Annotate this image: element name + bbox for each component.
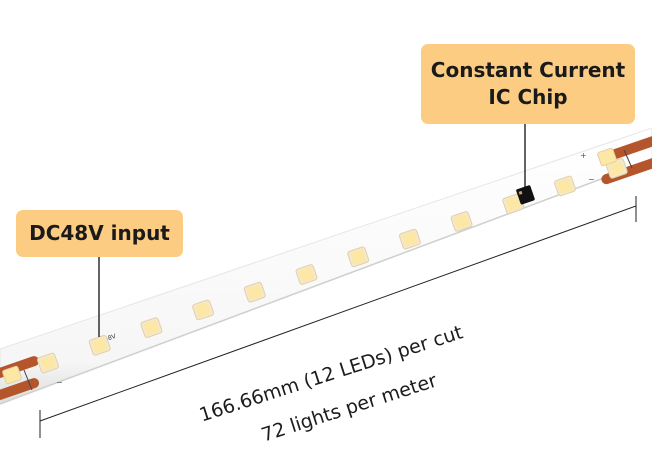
led-chip (295, 264, 318, 285)
ic-chip-callout: Constant Current IC Chip (421, 44, 635, 124)
led-chip-partial (2, 365, 22, 385)
led-chip (554, 175, 576, 197)
ic-chip (516, 185, 535, 205)
measurement-dimension-line (39, 196, 637, 438)
led-chip (88, 334, 111, 356)
led-chip-partial (597, 147, 617, 167)
led-strip-edge (0, 159, 652, 405)
led-chip (192, 299, 215, 321)
ic-chip-callout-line1: Constant Current (430, 58, 626, 82)
led-chip (502, 193, 525, 215)
svg-text:+: + (580, 151, 587, 160)
led-chip (347, 246, 370, 268)
svg-text:−: − (56, 378, 63, 387)
led-chip (605, 157, 628, 179)
led-group (2, 147, 628, 385)
led-chip (243, 281, 266, 303)
led-chip (140, 317, 163, 338)
led-chip (37, 352, 59, 374)
dc-input-callout: DC48V input (16, 210, 183, 257)
led-chip (450, 211, 473, 232)
svg-text:−: − (588, 175, 595, 184)
ic-chip-callout-line2: IC Chip (488, 85, 568, 109)
led-chip (398, 228, 421, 250)
led-strip-body (0, 127, 652, 405)
